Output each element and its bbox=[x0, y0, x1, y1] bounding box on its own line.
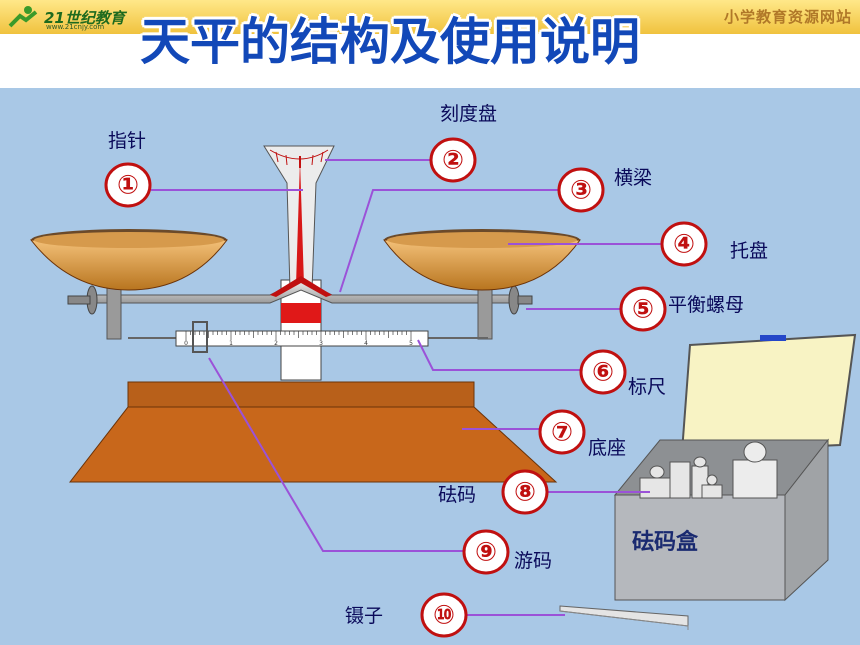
scale-plate bbox=[263, 145, 335, 291]
callout-3: ③ bbox=[557, 167, 605, 213]
tweezers bbox=[559, 605, 689, 630]
ruler-tick-label: 1 bbox=[229, 340, 233, 347]
label-base: 底座 bbox=[588, 437, 627, 459]
ruler-tick-label: 5 bbox=[409, 340, 413, 347]
weights bbox=[639, 441, 778, 499]
callout-8: ⑧ bbox=[501, 469, 549, 515]
label-beam: 横梁 bbox=[614, 167, 653, 189]
callout-number: ① bbox=[117, 171, 139, 201]
balance-base bbox=[68, 381, 558, 483]
callout-6: ⑥ bbox=[579, 349, 627, 395]
pan-right bbox=[383, 229, 581, 291]
callout-number: ⑥ bbox=[592, 358, 614, 388]
label-scale-plate: 刻度盘 bbox=[440, 103, 498, 125]
ruler-tick-label: 4 bbox=[364, 340, 368, 347]
weight-box-label: 砝码盒 bbox=[632, 530, 699, 555]
ruler-tick-label: 2 bbox=[274, 340, 278, 347]
header-banner: 21世纪教育 www.21cnjy.com 小学教育资源网站 bbox=[0, 0, 860, 34]
label-weights: 砝码 bbox=[438, 484, 477, 506]
label-tweezers: 镊子 bbox=[345, 605, 384, 627]
callout-4: ④ bbox=[660, 221, 708, 267]
logo-url: www.21cnjy.com bbox=[46, 23, 105, 31]
label-pan: 托盘 bbox=[730, 240, 769, 262]
callout-number: ⑦ bbox=[551, 418, 573, 448]
page-title: 天平的结构及使用说明 bbox=[140, 13, 640, 71]
callout-number: ⑧ bbox=[514, 478, 536, 508]
callout-number: ⑨ bbox=[475, 538, 497, 568]
label-ruler: 标尺 bbox=[628, 376, 667, 398]
callout-2: ② bbox=[429, 137, 477, 183]
callout-10: ⑩ bbox=[420, 592, 468, 638]
callout-1: ① bbox=[104, 162, 152, 208]
pointer bbox=[296, 160, 304, 285]
callout-number: ③ bbox=[570, 176, 592, 206]
title-area bbox=[0, 34, 860, 88]
site-name: 小学教育资源网站 bbox=[723, 8, 852, 26]
callout-7: ⑦ bbox=[538, 409, 586, 455]
ruler: 0 1 2 3 4 5 bbox=[175, 321, 429, 353]
site-logo[interactable]: 21世纪教育 www.21cnjy.com bbox=[6, 4, 125, 31]
callout-number: ④ bbox=[673, 230, 695, 260]
label-pointer: 指针 bbox=[108, 130, 147, 152]
callout-9: ⑨ bbox=[462, 529, 510, 575]
weight-box bbox=[613, 333, 857, 602]
label-balance-nut: 平衡螺母 bbox=[668, 294, 745, 316]
runner-icon bbox=[8, 6, 38, 28]
label-rider: 游码 bbox=[514, 550, 553, 572]
pan-left bbox=[29, 229, 228, 291]
callout-5: ⑤ bbox=[619, 286, 667, 332]
ruler-tick-label: 0 bbox=[184, 340, 188, 347]
callout-number: ② bbox=[442, 146, 464, 176]
logo-text: 21世纪教育 bbox=[44, 8, 125, 27]
callout-number: ⑩ bbox=[433, 601, 455, 631]
callout-number: ⑤ bbox=[632, 295, 654, 325]
rider[interactable] bbox=[192, 321, 208, 353]
ruler-tick-label: 3 bbox=[319, 340, 323, 347]
